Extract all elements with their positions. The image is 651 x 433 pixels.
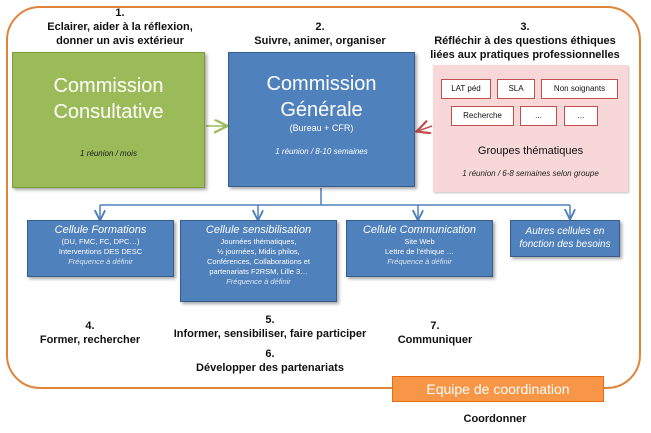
- cell-autres-line1: Autres cellules en: [525, 226, 605, 237]
- coordonner-label: Coordonner: [463, 413, 527, 425]
- cell-autres: Autres cellules en fonction des besoins: [510, 220, 620, 257]
- heading-6-text: Développer des partenariats: [196, 362, 344, 374]
- heading-5: 5. Informer, sensibiliser, faire partici…: [170, 313, 370, 341]
- cell-sensibilisation-title: Cellule sensibilisation: [205, 224, 312, 236]
- tag-ellipsis-1: ...: [520, 106, 557, 126]
- cell-communication: Cellule Communication Site Web Lettre de…: [346, 220, 493, 277]
- cell-formations: Cellule Formations (DU, FMC, FC, DPC…) I…: [27, 220, 174, 277]
- heading-7-number: 7.: [430, 320, 440, 332]
- heading-7-text: Communiquer: [397, 334, 473, 346]
- heading-1-line1: Eclairer, aider à la réflexion,: [47, 21, 193, 33]
- heading-2: 2. Suivre, animer, organiser: [225, 20, 415, 48]
- consultative-frequency: 1 réunion / mois: [80, 149, 137, 158]
- heading-6-number: 6.: [265, 348, 275, 360]
- heading-3-line1: Réfléchir à des questions éthiques: [434, 35, 616, 47]
- cell-communication-line2: Lettre de l'éthique …: [385, 247, 454, 256]
- commission-generale-box: Commission Générale (Bureau + CFR) 1 réu…: [228, 52, 415, 187]
- heading-4: 4. Former, rechercher: [20, 319, 160, 347]
- groupes-frequency: 1 réunion / 6-8 semaines selon groupe: [462, 169, 599, 178]
- commission-consultative-box: Commission Consultative 1 réunion / mois: [12, 52, 205, 188]
- tag-recherche: Recherche: [451, 106, 514, 126]
- heading-3-number: 3.: [520, 21, 530, 33]
- cell-formations-freq: Fréquence à définir: [68, 257, 133, 266]
- cell-sensibilisation-line3: Conférences, Collaborations et: [207, 257, 310, 266]
- cell-sensibilisation-line4: partenariats F2RSM, Lille 3…: [209, 267, 308, 276]
- heading-5-number: 5.: [265, 314, 275, 326]
- cell-communication-title: Cellule Communication: [362, 224, 477, 236]
- heading-3-line2: liées aux pratiques professionnelles: [430, 49, 620, 61]
- consultative-title-line2: Consultative: [53, 101, 164, 123]
- cell-formations-line2: Interventions DES DESC: [58, 247, 143, 256]
- cell-sensibilisation-freq: Fréquence à définir: [226, 277, 291, 286]
- generale-frequency: 1 réunion / 8-10 semaines: [275, 147, 368, 156]
- tag-sla: SLA: [497, 79, 535, 99]
- tag-non-soignants: Non soignants: [541, 79, 618, 99]
- heading-4-text: Former, rechercher: [39, 334, 141, 346]
- heading-4-number: 4.: [85, 320, 95, 332]
- consultative-title-line1: Commission: [53, 75, 164, 97]
- cell-sensibilisation-line2: ½ journées, Midis philos,: [217, 247, 300, 256]
- heading-3: 3. Réfléchir à des questions éthiques li…: [420, 20, 630, 62]
- groupes-title: Groupes thématiques: [477, 145, 584, 157]
- tag-lat-ped: LAT péd: [441, 79, 491, 99]
- arrow-groupes-to-generale: [418, 126, 433, 131]
- heading-1-number: 1.: [115, 7, 125, 19]
- outer-frame: [6, 6, 641, 389]
- heading-2-number: 2.: [315, 21, 325, 33]
- heading-5-text: Informer, sensibiliser, faire participer: [173, 328, 367, 340]
- heading-1-line2: donner un avis extérieur: [56, 35, 184, 47]
- heading-2-text: Suivre, animer, organiser: [254, 35, 386, 47]
- cell-communication-line1: Site Web: [404, 237, 435, 246]
- heading-6: 6. Développer des partenariats: [170, 347, 370, 375]
- cell-sensibilisation-line1: Journées thématiques,: [220, 237, 297, 246]
- cell-formations-line1: (DU, FMC, FC, DPC…): [61, 237, 140, 246]
- tag-ellipsis-2: ...: [564, 106, 598, 126]
- generale-title-line2: Générale: [280, 99, 363, 121]
- heading-7: 7. Communiquer: [380, 319, 490, 347]
- generale-subtitle: (Bureau + CFR): [289, 123, 354, 133]
- cell-sensibilisation: Cellule sensibilisation Journées thémati…: [180, 220, 337, 302]
- cell-communication-freq: Fréquence à définir: [387, 257, 452, 266]
- cell-autres-line2: fonction des besoins: [519, 239, 611, 250]
- heading-1: 1. Eclairer, aider à la réflexion, donne…: [20, 6, 220, 48]
- equipe-coordination-box: Equipe de coordination: [392, 376, 604, 402]
- generale-title-line1: Commission: [266, 73, 377, 95]
- cell-formations-title: Cellule Formations: [54, 224, 147, 236]
